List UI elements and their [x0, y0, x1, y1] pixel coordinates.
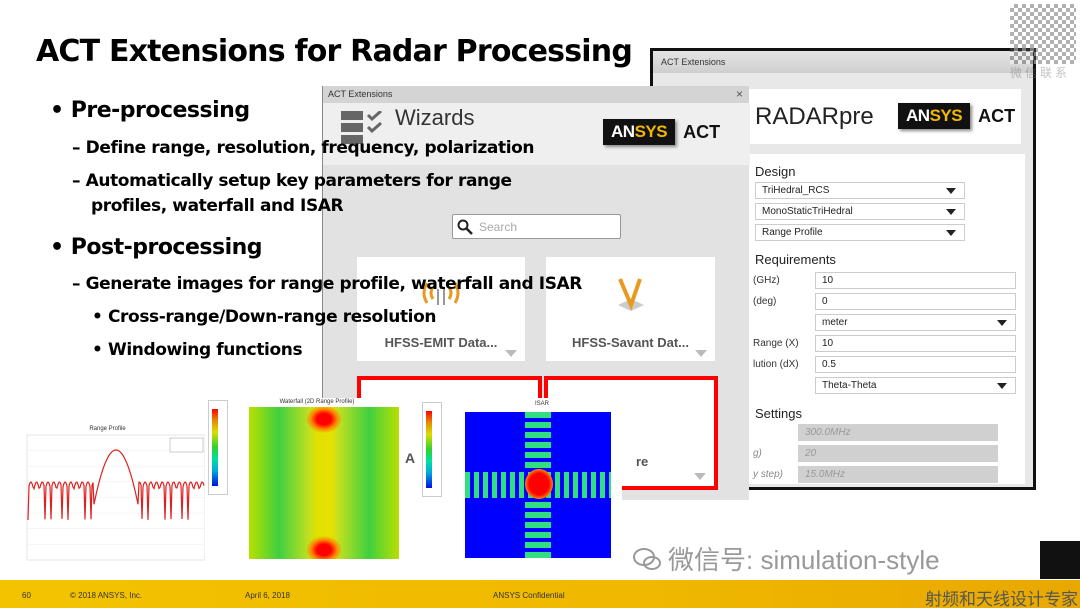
polarization-select[interactable]: Theta-Theta [815, 377, 1016, 394]
settings-section: Settings [755, 406, 802, 421]
design-select[interactable]: TriHedral_RCS [755, 182, 965, 199]
close-icon[interactable]: × [735, 87, 743, 101]
waterfall-image [249, 407, 399, 559]
window-titlebar: ACT Extensions × [323, 86, 749, 103]
range-label: Range (X) [753, 338, 799, 349]
colorbar [422, 402, 442, 497]
copyright: © 2018 ANSYS, Inc. [70, 591, 143, 600]
isar-plot: ISAR [462, 398, 622, 563]
angle-input[interactable]: 0 [815, 293, 1016, 310]
requirements-section: Requirements [755, 252, 836, 267]
card-name: re [636, 454, 649, 469]
extension-card-hfss-emit[interactable]: HFSS-EMIT Data... [357, 257, 525, 361]
extension-heading: RADARpre [755, 103, 874, 130]
savant-icon [618, 278, 644, 311]
sub-bullet: – Generate images for range profile, wat… [72, 274, 582, 294]
card-name: A [405, 450, 416, 466]
design-section: Design [755, 164, 796, 179]
sub-bullet: – Define range, resolution, frequency, p… [72, 138, 535, 158]
brand-logo [1040, 541, 1080, 579]
slide-footer: 60 © 2018 ANSYS, Inc. April 6, 2018 ANSY… [0, 580, 1080, 609]
range-profile-graph [26, 434, 205, 561]
resolution-input[interactable]: 0.5 [815, 356, 1016, 373]
frequency-input[interactable]: 10 [815, 272, 1016, 289]
chevron-down-icon[interactable] [695, 350, 707, 357]
range-input[interactable]: 10 [815, 335, 1016, 352]
wechat-icon [633, 547, 661, 570]
watermark-text: 微信号: simulation-style [668, 545, 940, 575]
frequency-label: (GHz) [753, 275, 780, 286]
sub-sub-bullet: • Windowing functions [92, 340, 303, 360]
bullet-post-processing: • Post-processing [50, 235, 263, 260]
range-profile-line [27, 449, 205, 521]
plot-title: Range Profile [89, 426, 126, 432]
isar-image [465, 412, 611, 558]
bandwidth-field: 300.0MHz [798, 424, 998, 441]
slide-title: ACT Extensions for Radar Processing [36, 34, 633, 69]
extension-card-hfss-savant[interactable]: HFSS-Savant Dat... [546, 257, 715, 361]
wizards-icon [341, 111, 382, 144]
window-title: ACT Extensions [328, 89, 393, 99]
wizards-heading: Wizards [395, 105, 475, 130]
chevron-down-icon[interactable] [505, 350, 517, 357]
bullet-pre-processing: • Pre-processing [50, 98, 250, 123]
date: April 6, 2018 [245, 591, 290, 600]
plot-title: ISAR [534, 401, 549, 407]
solution-type-select[interactable]: Range Profile [755, 224, 965, 241]
search-placeholder: Search [479, 220, 518, 234]
window-title: ACT Extensions [653, 51, 1033, 73]
card-name: HFSS-EMIT Data... [384, 335, 498, 350]
sub-sub-bullet: • Cross-range/Down-range resolution [92, 307, 437, 327]
brand-caption: 射频和天线设计专家 [925, 590, 1078, 609]
waterfall-plot: Waterfall (2D Range Profile) [232, 398, 402, 563]
colorbar [208, 400, 228, 495]
page-number: 60 [22, 591, 31, 600]
resolution-label: lution (dX) [753, 359, 799, 370]
legend [169, 437, 204, 453]
chevron-down-icon[interactable] [694, 473, 706, 480]
plot-title: Waterfall (2D Range Profile) [279, 399, 355, 405]
angle-label: (deg) [753, 296, 777, 307]
points-field: 20 [798, 445, 998, 462]
setup-select[interactable]: MonoStaticTriHedral [755, 203, 965, 220]
units-select[interactable]: meter [815, 314, 1016, 331]
wechat-watermark: 微信号: simulation-style [632, 540, 940, 577]
search-input[interactable]: Search [452, 214, 621, 239]
qr-code: 微信联系 [1010, 4, 1076, 84]
step-field: 15.0MHz [798, 466, 998, 483]
points-label: g) [753, 448, 762, 459]
step-label: y step) [753, 469, 784, 480]
sub-bullet: – Automatically setup key parameters for… [72, 171, 512, 216]
search-icon [457, 219, 473, 235]
range-profile-plot: Range Profile [10, 420, 205, 565]
antenna-icon [422, 282, 460, 305]
card-name: HFSS-Savant Dat... [571, 335, 690, 350]
confidential-label: ANSYS Confidential [493, 591, 565, 600]
